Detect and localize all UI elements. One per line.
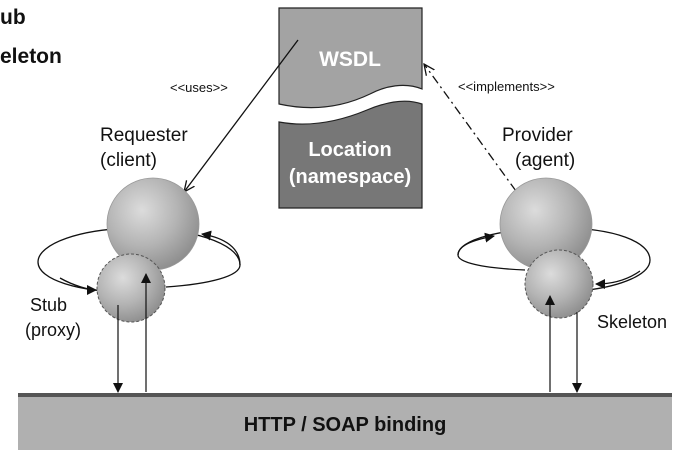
skeleton-sphere [524, 249, 594, 319]
requester-label-line2: (client) [100, 150, 157, 171]
stub-sphere [96, 253, 166, 323]
provider-label-line2: (agent) [515, 150, 575, 171]
implements-arrow [424, 64, 517, 192]
requester-orbit-left-arrow [59, 277, 97, 295]
provider-orbit-right-arrow [595, 270, 641, 289]
wsdl-box [278, 7, 423, 109]
uses-label: <<uses>> [170, 80, 228, 95]
wsdl-title: WSDL [319, 48, 381, 71]
skeleton-label: Skeleton [597, 312, 667, 332]
stub-label-line1: Stub [30, 295, 67, 315]
requester-orbit-front [165, 230, 241, 288]
corner-text-top: ub [0, 6, 26, 29]
binding-bar [18, 395, 672, 450]
location-box [278, 100, 423, 209]
uses-arrow [184, 39, 299, 192]
stub-label-line2: (proxy) [25, 320, 81, 340]
implements-label: <<implements>> [458, 79, 555, 94]
location-line1: Location [308, 139, 391, 161]
location-line2: (namespace) [289, 166, 411, 188]
provider-orbit-front [457, 232, 526, 271]
provider-label-line1: Provider [502, 125, 573, 146]
provider-orbit-back [457, 227, 651, 291]
requester-label-line1: Requester [100, 125, 188, 146]
corner-text-bottom: eleton [0, 45, 62, 68]
binding-bar-label: HTTP / SOAP binding [244, 414, 447, 436]
